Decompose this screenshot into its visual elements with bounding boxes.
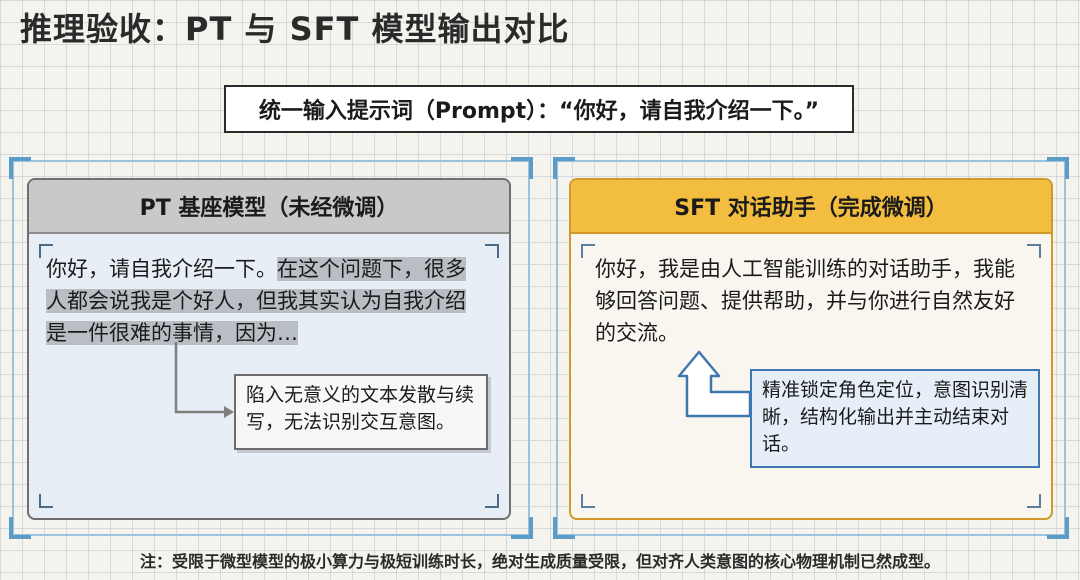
sft-output-text: 你好，我是由人工智能训练的对话助手，我能够回答问题、提供帮助，并与你进行自然友好… bbox=[595, 257, 1015, 345]
page-title: 推理验收：PT 与 SFT 模型输出对比 bbox=[20, 10, 570, 48]
pt-input-echo: 你好，请自我介绍一下。 bbox=[46, 257, 277, 281]
pt-continuation-highlight: 在这个问题下，很多人都会说我是个好人，但我其实认为自我介绍是一件很难的事情，因为… bbox=[46, 257, 466, 345]
frame-corner bbox=[553, 157, 575, 179]
frame-corner bbox=[9, 517, 31, 539]
frame-corner bbox=[9, 157, 31, 179]
inner-corner bbox=[581, 494, 595, 508]
prompt-box: 统一输入提示词（Prompt）：“你好，请自我介绍一下。” bbox=[224, 85, 854, 133]
pt-output-text: 你好，请自我介绍一下。在这个问题下，很多人都会说我是个好人，但我其实认为自我介绍… bbox=[46, 253, 486, 349]
frame-corner bbox=[553, 517, 575, 539]
sft-note-box: 精准锁定角色定位，意图识别清晰，结构化输出并主动结束对话。 bbox=[750, 369, 1040, 468]
pt-panel: PT 基座模型（未经微调） bbox=[27, 178, 511, 520]
frame-corner bbox=[511, 517, 533, 539]
frame-corner bbox=[1047, 157, 1069, 179]
inner-corner bbox=[39, 244, 53, 258]
footnote: 注：受限于微型模型的极小算力与极短训练时长，绝对生成质量受限，但对齐人类意图的核… bbox=[139, 552, 940, 571]
prompt-text: 统一输入提示词（Prompt）：“你好，请自我介绍一下。” bbox=[258, 99, 820, 124]
pt-note-box: 陷入无意义的文本发散与续写，无法识别交互意图。 bbox=[234, 374, 488, 450]
inner-corner bbox=[581, 244, 595, 258]
pt-outer-frame bbox=[9, 157, 533, 539]
sft-panel-header: SFT 对话助手（完成微调） bbox=[571, 180, 1051, 234]
pt-panel-header: PT 基座模型（未经微调） bbox=[29, 180, 509, 234]
sft-panel: SFT 对话助手（完成微调） bbox=[569, 178, 1053, 520]
frame-corner bbox=[1047, 517, 1069, 539]
inner-corner bbox=[485, 244, 499, 258]
inner-corner bbox=[39, 494, 53, 508]
inner-corner bbox=[1027, 494, 1041, 508]
frame-corner bbox=[511, 157, 533, 179]
inner-corner bbox=[1027, 244, 1041, 258]
inner-corner bbox=[485, 494, 499, 508]
sft-outer-frame bbox=[553, 157, 1069, 539]
